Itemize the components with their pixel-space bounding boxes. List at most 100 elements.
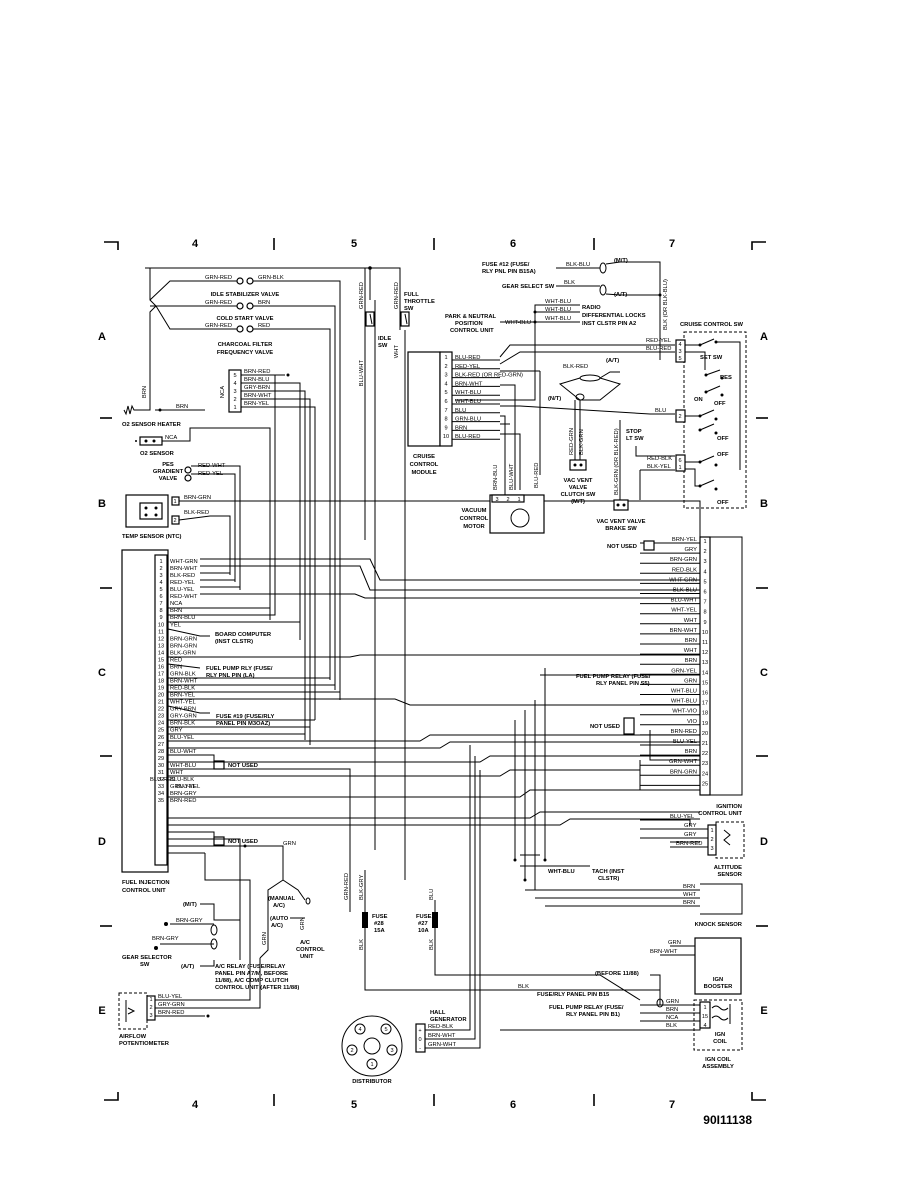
at-label-left: (A/T) — [181, 964, 194, 970]
knock-wire-wht: WHT — [683, 892, 697, 898]
not-used-box-2 — [213, 836, 225, 846]
airflow-label-1: AIRFLOW — [119, 1034, 147, 1040]
vac-brake-label-2: BRAKE SW — [605, 526, 637, 532]
cruise-sw-pin-5: 5 — [678, 356, 681, 362]
icu-pin-wire-color: WHT-GRN — [669, 577, 697, 583]
hall-wire-grn-wht: GRN-WHT — [428, 1042, 456, 1048]
off-label-1: OFF — [714, 401, 726, 407]
grid-row-e-left: E — [98, 1005, 105, 1017]
icu-pin-wire-color: BLU-WHT — [671, 598, 698, 604]
brake-wire: BLK-GRN (OR BLK-RED) — [614, 428, 620, 495]
icu-pin-wire-color: BRN-GRN — [670, 769, 697, 775]
nca-pin: 4 — [233, 381, 236, 387]
fuse-wire-grn-red: GRN-RED — [344, 873, 350, 900]
nca-pin: 2 — [233, 397, 236, 403]
grid-row-d-right: D — [760, 836, 768, 848]
altitude-wires — [640, 828, 708, 848]
nca-block-wires — [241, 373, 316, 745]
ign-coil-connector — [699, 1001, 711, 1029]
cruise-sw-wire-blu: BLU — [655, 408, 666, 414]
icu-connector — [699, 536, 711, 796]
knock-wires — [525, 889, 700, 907]
knock-sensor-label: KNOCK SENSOR — [695, 922, 743, 928]
grid-col-4-bottom: 4 — [192, 1099, 199, 1111]
fiu-pin-wire-color: YEL — [170, 622, 182, 628]
cruise-pin-wire-color: BLU — [455, 408, 466, 414]
full-throttle-label-2: THROTTLE — [404, 299, 435, 305]
icu-pin-number: 12 — [702, 650, 708, 656]
vac-vent-clutch-symbol — [569, 400, 587, 471]
fuse-19-label-1: FUSE #19 (FUSE/RLY — [216, 714, 275, 720]
wire-idle-grn-red: GRN-RED — [205, 275, 232, 281]
fiu-pin-wire-color: BRN-GRN — [170, 643, 197, 649]
vac-motor-label-3: MOTOR — [463, 524, 485, 530]
icu-pin-number: 3 — [703, 559, 706, 565]
icu-pin-wire-color: WHT-VIO — [672, 709, 697, 715]
gear-vertical-wire: BLK (OR BLK-BLU) — [663, 279, 669, 330]
hall-wire-red-blk: RED-BLK — [428, 1024, 453, 1030]
icu-pin-wire-color: RED-BLK — [672, 567, 697, 573]
icu-not-used-box-1 — [643, 540, 655, 551]
wire-charcoal-grn-red: GRN-RED — [205, 323, 232, 329]
grid-row-c-left: C — [98, 667, 106, 679]
fuse-27-label-2: #27 — [418, 921, 428, 927]
nca-wire-gry-brn: GRY-BRN — [244, 385, 270, 391]
ac-wire-grn-3: GRN — [300, 917, 306, 930]
icu-pin-number: 20 — [702, 731, 708, 737]
fiu-connector — [154, 554, 168, 866]
icu-pin-wire-color: GRY — [685, 547, 698, 553]
ac-relay-4: CONTROL UNIT (AFTER 11/88) — [215, 985, 299, 991]
pn-wire-1: WHT-BLU — [545, 299, 571, 305]
icu-not-used-box-2 — [623, 717, 635, 735]
cruise-control-sw-label: CRUISE CONTROL SW — [680, 322, 744, 328]
full-throttle-label-1: FULL — [404, 292, 419, 298]
at-loop-symbol — [558, 371, 622, 401]
fiu-extra-blu-yel: BLU-YEL — [176, 784, 201, 790]
pn-wire: WHT-BLU — [505, 320, 531, 326]
fiu-pin-number: 3 — [159, 573, 162, 579]
fiu-pin-number: 2 — [159, 566, 162, 572]
wire-idle-grn-blk: GRN-BLK — [258, 275, 284, 281]
distributor-label: DISTRIBUTOR — [352, 1079, 392, 1085]
icu-pin-number: 2 — [703, 549, 706, 555]
fiu-pin-wire-color: BLU-YEL — [170, 735, 195, 741]
icu-pin-number: 25 — [702, 781, 708, 787]
fuse-19-label-2: PANEL PIN M3OAZ) — [216, 721, 270, 727]
hall-pin-zero: 0 — [418, 1037, 421, 1043]
idle-sw-label-1: IDLE — [378, 336, 391, 342]
cruise-pin-wire-color: WHT-BLU — [455, 390, 481, 396]
vac-motor-connector — [491, 494, 525, 503]
nca-wire-brn-blu: BRN-BLU — [244, 377, 269, 383]
cruise-pin-number: 6 — [444, 399, 447, 405]
icu-pin-wire-color: BLK-BLU — [673, 588, 697, 594]
cruise-module-label-1: CRUISE — [413, 454, 435, 460]
hall-generator-connector — [415, 1023, 426, 1053]
pes-label-1: PES — [162, 462, 174, 468]
icu-extra-blu-yel: BLU-YEL — [670, 814, 695, 820]
fiu-pin-wire-color: BRN-BLU — [170, 615, 195, 621]
fuse12-wire-blk-blu: BLK-BLU — [566, 262, 590, 268]
vac-motor-label-2: CONTROL — [460, 516, 489, 522]
pn-label-1: PARK & NEUTRAL — [445, 314, 497, 320]
wire-o2-heater-grn-red: BRN — [142, 386, 148, 398]
cruise-module-label-2: CONTROL — [410, 462, 439, 468]
icu-pin-number: 19 — [702, 721, 708, 727]
fiu-pin-number: 35 — [158, 798, 164, 804]
ac-relay-2: PANEL PIN A7/M, BEFORE — [215, 971, 288, 977]
cruise-pin-number: 10 — [443, 434, 449, 440]
gear-selector-sw-1: GEAR SELECTOR — [122, 955, 173, 961]
auto-ac-2: A/C) — [271, 923, 283, 929]
grid-row-a-right: A — [760, 331, 768, 343]
wire-vert-grn-red-1: GRN-RED — [359, 282, 365, 309]
cruise-sw-pin-1: 1 — [678, 465, 681, 471]
stop-lt-label-2: LT SW — [626, 436, 644, 442]
fiu-pin-number: 13 — [158, 643, 164, 649]
fiu-pin-wire-color: BRN-YEL — [170, 693, 196, 699]
at-loop-label: (A/T) — [606, 358, 619, 364]
gear-wire-brn-gry-2: BRN-GRY — [152, 936, 179, 942]
cruise-pin-number: 5 — [444, 390, 447, 396]
coil-pin-1: 1 — [703, 1005, 706, 1011]
vac-motor-pin-2: 2 — [506, 497, 509, 503]
knock-wire-brn-1: BRN — [683, 884, 695, 890]
